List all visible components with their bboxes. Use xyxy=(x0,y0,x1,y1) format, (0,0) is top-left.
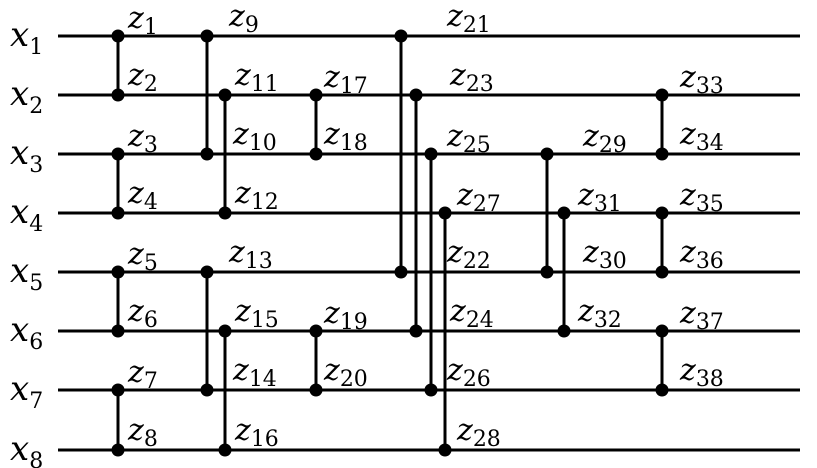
input-labels: x1 x2 x3 x4 x5 x6 x7 x8 xyxy=(10,15,43,468)
output-label-z32: z32 xyxy=(577,294,622,333)
output-label-z22: z22 xyxy=(446,235,491,274)
output-label-z15: z15 xyxy=(234,294,279,333)
comparator-node-z11 xyxy=(218,88,232,102)
output-label-z3: z3 xyxy=(127,119,158,158)
input-label-x2: x2 xyxy=(10,74,43,119)
comparator-node-z7 xyxy=(111,383,125,397)
comparator-node-z9 xyxy=(200,29,214,43)
output-label-z33: z33 xyxy=(679,60,724,99)
output-labels: z1 z2 z3 z4 z5 z6 z7 z8 z9 z10 z11 z12 z13 z14 z15 z16 z… xyxy=(127,0,724,452)
output-label-z28: z28 xyxy=(456,413,501,452)
comparator-node-z6 xyxy=(111,324,125,338)
comparator-node-z38 xyxy=(655,383,669,397)
output-label-z35: z35 xyxy=(679,178,724,217)
output-label-z34: z34 xyxy=(679,117,724,156)
output-label-z27: z27 xyxy=(456,178,501,217)
output-label-z31: z31 xyxy=(577,178,622,217)
comparator-node-z13 xyxy=(200,265,214,279)
input-label-x5: x5 xyxy=(10,251,43,296)
comparator-node-z24 xyxy=(409,324,423,338)
output-label-z24: z24 xyxy=(449,294,494,333)
comparator-node-z2 xyxy=(111,88,125,102)
output-label-z36: z36 xyxy=(679,235,724,274)
input-label-x7: x7 xyxy=(10,369,43,414)
output-label-z23: z23 xyxy=(449,58,494,97)
comparator-node-z4 xyxy=(111,206,125,220)
output-label-z5: z5 xyxy=(127,237,158,276)
comparator-node-z25 xyxy=(424,147,438,161)
output-label-z19: z19 xyxy=(323,296,368,335)
comparator-node-z20 xyxy=(309,383,323,397)
comparator-node-z19 xyxy=(309,324,323,338)
output-label-z12: z12 xyxy=(234,176,279,215)
comparator-node-z5 xyxy=(111,265,125,279)
input-label-x8: x8 xyxy=(10,429,43,468)
comparator-node-z17 xyxy=(309,88,323,102)
comparator-node-z30 xyxy=(540,265,554,279)
comparator-node-z31 xyxy=(557,206,571,220)
comparator-node-z22 xyxy=(394,265,408,279)
comparator-node-z27 xyxy=(438,206,452,220)
output-label-z8: z8 xyxy=(127,413,158,452)
comparator-node-z23 xyxy=(409,88,423,102)
comparator-node-z33 xyxy=(655,88,669,102)
comparator-node-z3 xyxy=(111,147,125,161)
output-label-z14: z14 xyxy=(232,353,277,392)
output-label-z20: z20 xyxy=(323,353,368,392)
comparator-node-z34 xyxy=(655,147,669,161)
comparator-node-z1 xyxy=(111,29,125,43)
output-label-z10: z10 xyxy=(232,117,277,156)
comparator-node-z29 xyxy=(540,147,554,161)
input-label-x1: x1 xyxy=(10,15,43,60)
comparator-node-z21 xyxy=(394,29,408,43)
output-label-z1: z1 xyxy=(127,1,158,40)
comparator-node-z16 xyxy=(218,443,232,457)
output-label-z4: z4 xyxy=(127,176,158,215)
comparator-node-z36 xyxy=(655,265,669,279)
comparator-node-z12 xyxy=(218,206,232,220)
output-label-z37: z37 xyxy=(679,296,724,335)
input-label-x4: x4 xyxy=(10,192,43,237)
output-label-z11: z11 xyxy=(234,58,279,97)
output-label-z29: z29 xyxy=(582,119,627,158)
comparators xyxy=(111,29,669,457)
comparator-node-z15 xyxy=(218,324,232,338)
output-label-z26: z26 xyxy=(446,353,491,392)
output-label-z13: z13 xyxy=(228,235,273,274)
output-label-z16: z16 xyxy=(234,413,279,452)
comparator-node-z26 xyxy=(424,383,438,397)
input-label-x6: x6 xyxy=(10,310,43,355)
output-label-z2: z2 xyxy=(127,58,158,97)
comparator-node-z18 xyxy=(309,147,323,161)
comparator-node-z35 xyxy=(655,206,669,220)
output-label-z17: z17 xyxy=(323,60,368,99)
output-label-z6: z6 xyxy=(127,294,158,333)
output-label-z7: z7 xyxy=(127,355,158,394)
comparator-node-z32 xyxy=(557,324,571,338)
output-label-z18: z18 xyxy=(323,117,368,156)
comparator-node-z8 xyxy=(111,443,125,457)
comparator-node-z28 xyxy=(438,443,452,457)
input-label-x3: x3 xyxy=(10,133,43,178)
output-label-z38: z38 xyxy=(679,353,724,392)
comparator-node-z37 xyxy=(655,324,669,338)
output-label-z9: z9 xyxy=(228,0,259,38)
comparator-node-z14 xyxy=(200,383,214,397)
output-label-z21: z21 xyxy=(446,0,491,38)
output-label-z25: z25 xyxy=(446,119,491,158)
output-label-z30: z30 xyxy=(582,235,627,274)
comparator-node-z10 xyxy=(200,147,214,161)
